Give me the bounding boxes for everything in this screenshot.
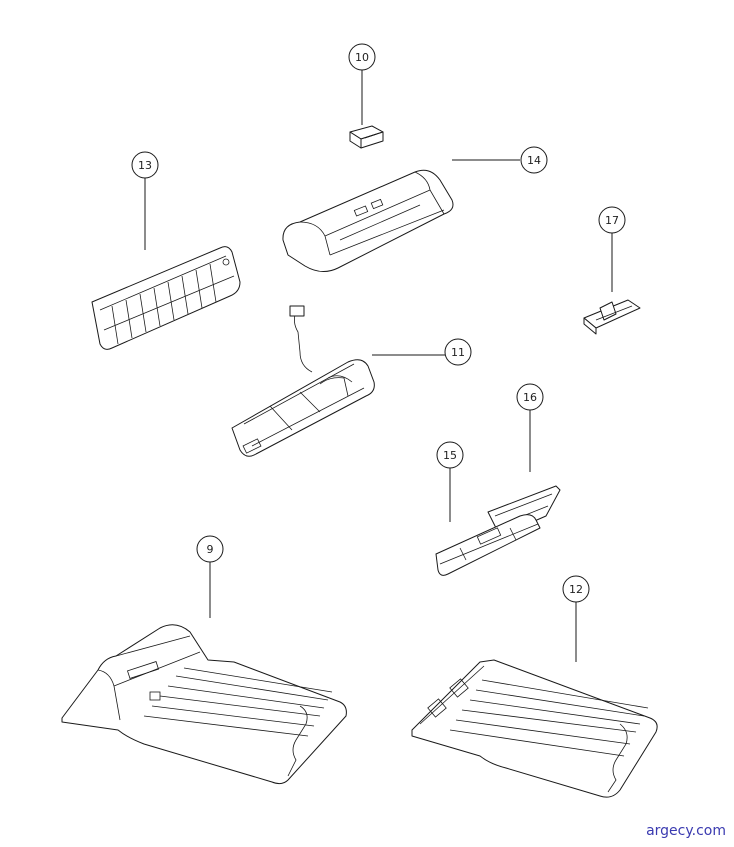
watermark: argecy.com [646,823,726,839]
callout-11: 11 [444,338,472,366]
callout-10-label: 10 [355,51,369,64]
callout-15: 15 [436,441,464,469]
callout-15-label: 15 [443,449,457,462]
callout-14-label: 14 [527,154,541,167]
part-10-clip [349,70,384,149]
part-15-tray [435,468,541,576]
callout-14: 14 [520,146,548,174]
callout-13: 13 [131,151,159,179]
part-17-bracket [583,233,641,335]
callout-17-label: 17 [605,214,619,227]
callout-16-label: 16 [523,391,537,404]
part-9-adf-assembly [61,562,347,785]
callout-9: 9 [196,535,224,563]
callout-17: 17 [598,206,626,234]
callout-9-label: 9 [207,543,214,556]
callout-10: 10 [348,43,376,71]
callout-16: 16 [516,383,544,411]
callout-12: 12 [562,575,590,603]
callout-12-label: 12 [569,583,583,596]
callout-11-label: 11 [451,346,465,359]
part-13-guide-plate [91,178,241,350]
part-11-roller-assembly [231,305,445,457]
part-14-cover [282,159,520,272]
callout-13-label: 13 [138,159,152,172]
part-12-lower-tray [411,602,658,798]
